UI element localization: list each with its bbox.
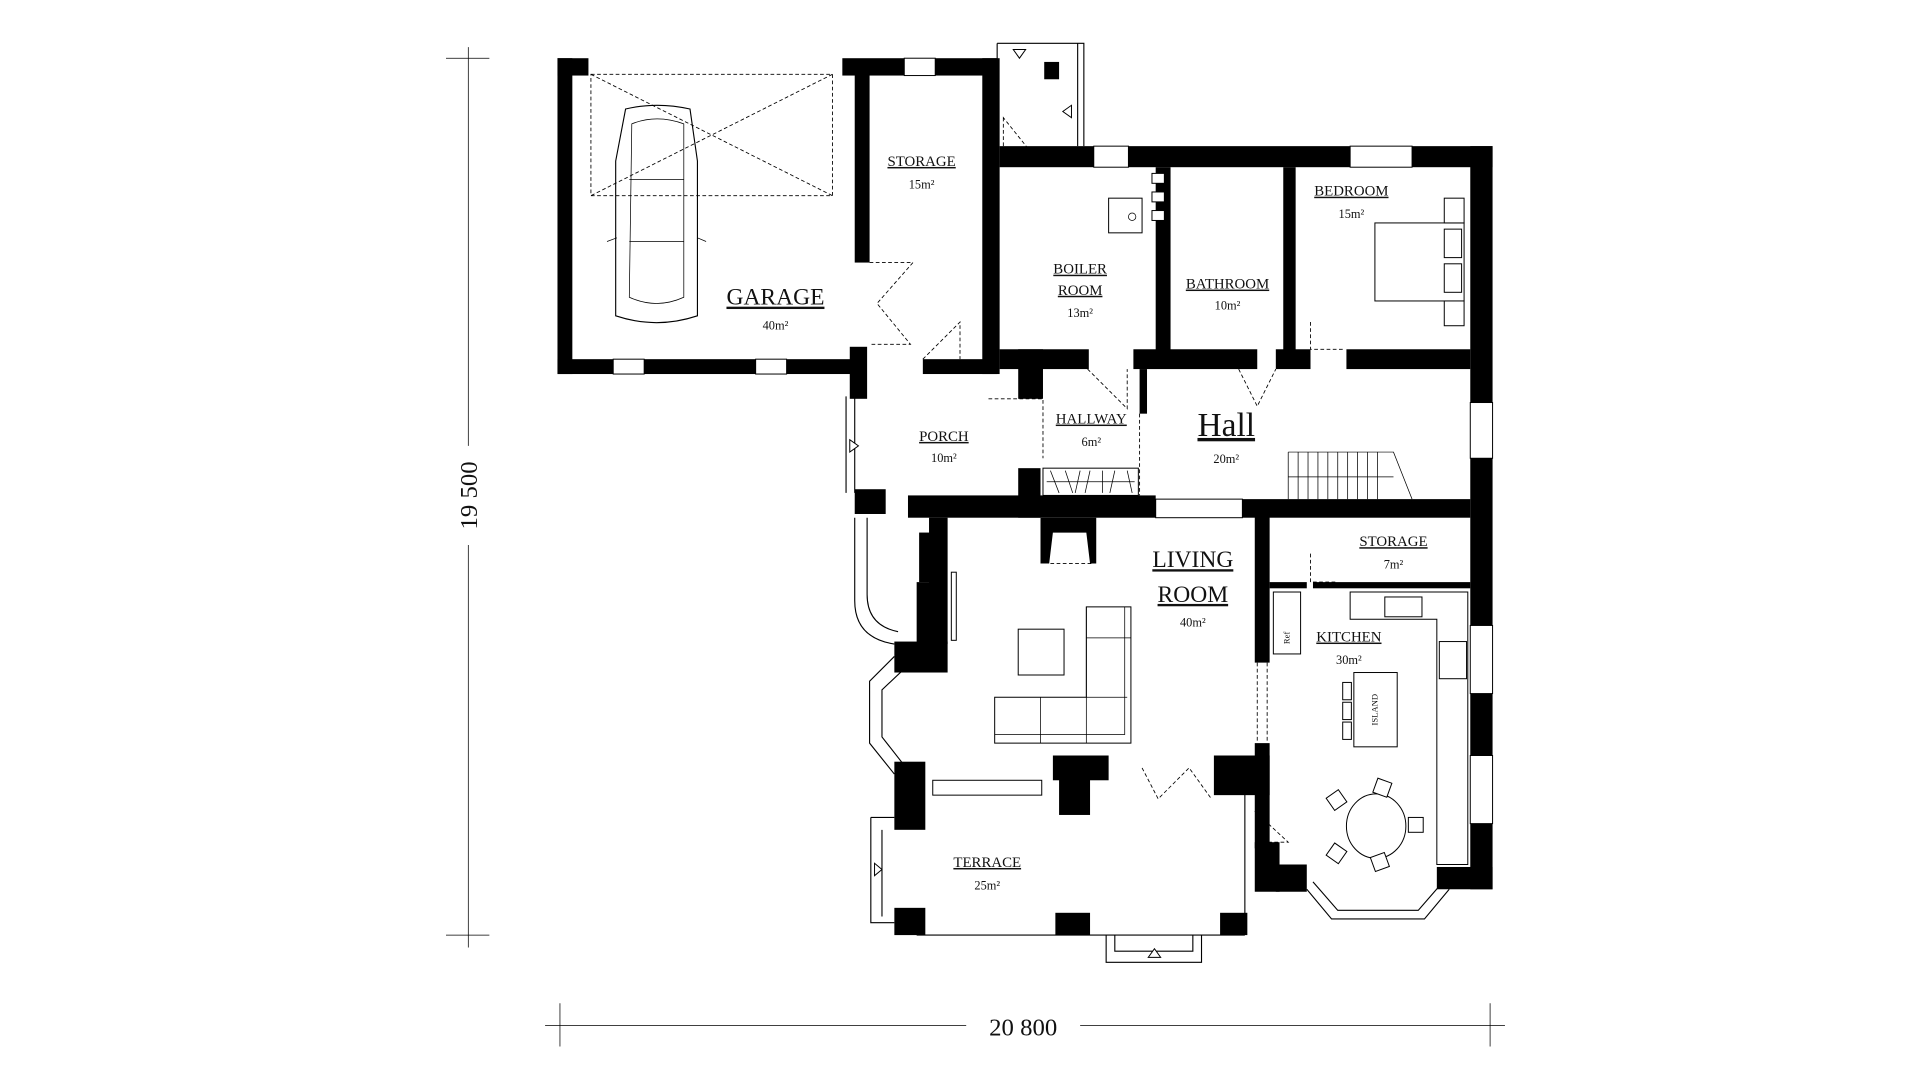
room-garage: GARAGE 40m² bbox=[726, 285, 824, 333]
coffee-table bbox=[1017, 628, 1065, 676]
room-area: 20m² bbox=[1213, 452, 1239, 466]
garage-car bbox=[590, 73, 833, 324]
boiler bbox=[1108, 172, 1165, 234]
room-name: Hall bbox=[1197, 407, 1255, 444]
room-area: 10m² bbox=[931, 451, 957, 465]
fridge-label: Ref bbox=[1281, 631, 1291, 644]
room-storage-top: STORAGE 15m² bbox=[887, 154, 955, 191]
room-name: STORAGE bbox=[1359, 534, 1427, 550]
room-hall: Hall 20m² bbox=[1197, 407, 1255, 466]
room-area: 15m² bbox=[1339, 207, 1365, 221]
room-living: LIVING ROOM 40m² bbox=[1152, 547, 1233, 629]
room-area: 40m² bbox=[1180, 616, 1206, 630]
dining-table bbox=[1345, 793, 1407, 859]
windows bbox=[612, 57, 1494, 920]
room-name-line2: ROOM bbox=[1158, 582, 1229, 608]
room-terrace: TERRACE 25m² bbox=[953, 855, 1021, 892]
room-boiler: BOILER ROOM 13m² bbox=[1053, 262, 1107, 320]
width-dimension-label: 20 800 bbox=[989, 1014, 1057, 1041]
width-dimension: 20 800 bbox=[545, 1003, 1505, 1047]
room-area: 40m² bbox=[763, 318, 789, 332]
room-bathroom: BATHROOM 10m² bbox=[1186, 277, 1269, 313]
room-area: 30m² bbox=[1336, 653, 1362, 667]
room-name-line1: BOILER bbox=[1053, 262, 1107, 278]
room-porch: PORCH 10m² bbox=[919, 429, 969, 465]
room-name: TERRACE bbox=[953, 855, 1021, 871]
room-kitchen: KITCHEN 30m² bbox=[1316, 630, 1381, 667]
fireplace bbox=[1040, 517, 1097, 564]
room-area: 25m² bbox=[974, 878, 1000, 892]
entry-arrow-icon bbox=[849, 438, 860, 454]
room-storage-small: STORAGE 7m² bbox=[1359, 534, 1427, 571]
room-name: BEDROOM bbox=[1314, 184, 1388, 200]
room-name: GARAGE bbox=[726, 285, 824, 311]
room-name: HALLWAY bbox=[1056, 412, 1127, 428]
wardrobe bbox=[1042, 467, 1139, 496]
room-name: KITCHEN bbox=[1316, 630, 1381, 646]
height-dimension-label: 19 500 bbox=[456, 461, 483, 529]
entry-arrow-icon bbox=[1061, 104, 1072, 119]
room-name: PORCH bbox=[919, 429, 969, 445]
room-name: STORAGE bbox=[887, 154, 955, 170]
room-name: BATHROOM bbox=[1186, 277, 1269, 293]
room-area: 13m² bbox=[1067, 306, 1093, 320]
room-area: 10m² bbox=[1215, 299, 1241, 313]
doors bbox=[869, 116, 1344, 843]
entry-arrow-icon bbox=[1147, 947, 1162, 958]
height-dimension: 19 500 bbox=[446, 47, 490, 948]
room-name-line2: ROOM bbox=[1058, 283, 1103, 299]
entry-arrow-icon bbox=[1012, 49, 1027, 60]
island-label: ISLAND bbox=[1369, 694, 1379, 726]
room-area: 6m² bbox=[1082, 435, 1102, 449]
kitchen-furniture: ISLAND Ref bbox=[1272, 591, 1469, 873]
room-area: 7m² bbox=[1384, 557, 1404, 571]
entry-arrow-icon bbox=[874, 862, 883, 877]
living-furniture bbox=[994, 606, 1132, 744]
bed bbox=[1374, 197, 1465, 327]
room-name-line1: LIVING bbox=[1152, 547, 1233, 573]
room-bedroom: BEDROOM 15m² bbox=[1314, 184, 1388, 221]
stairs bbox=[1287, 451, 1413, 500]
entries bbox=[845, 42, 1246, 963]
room-area: 15m² bbox=[909, 177, 935, 191]
room-hallway: HALLWAY 6m² bbox=[1056, 412, 1127, 449]
